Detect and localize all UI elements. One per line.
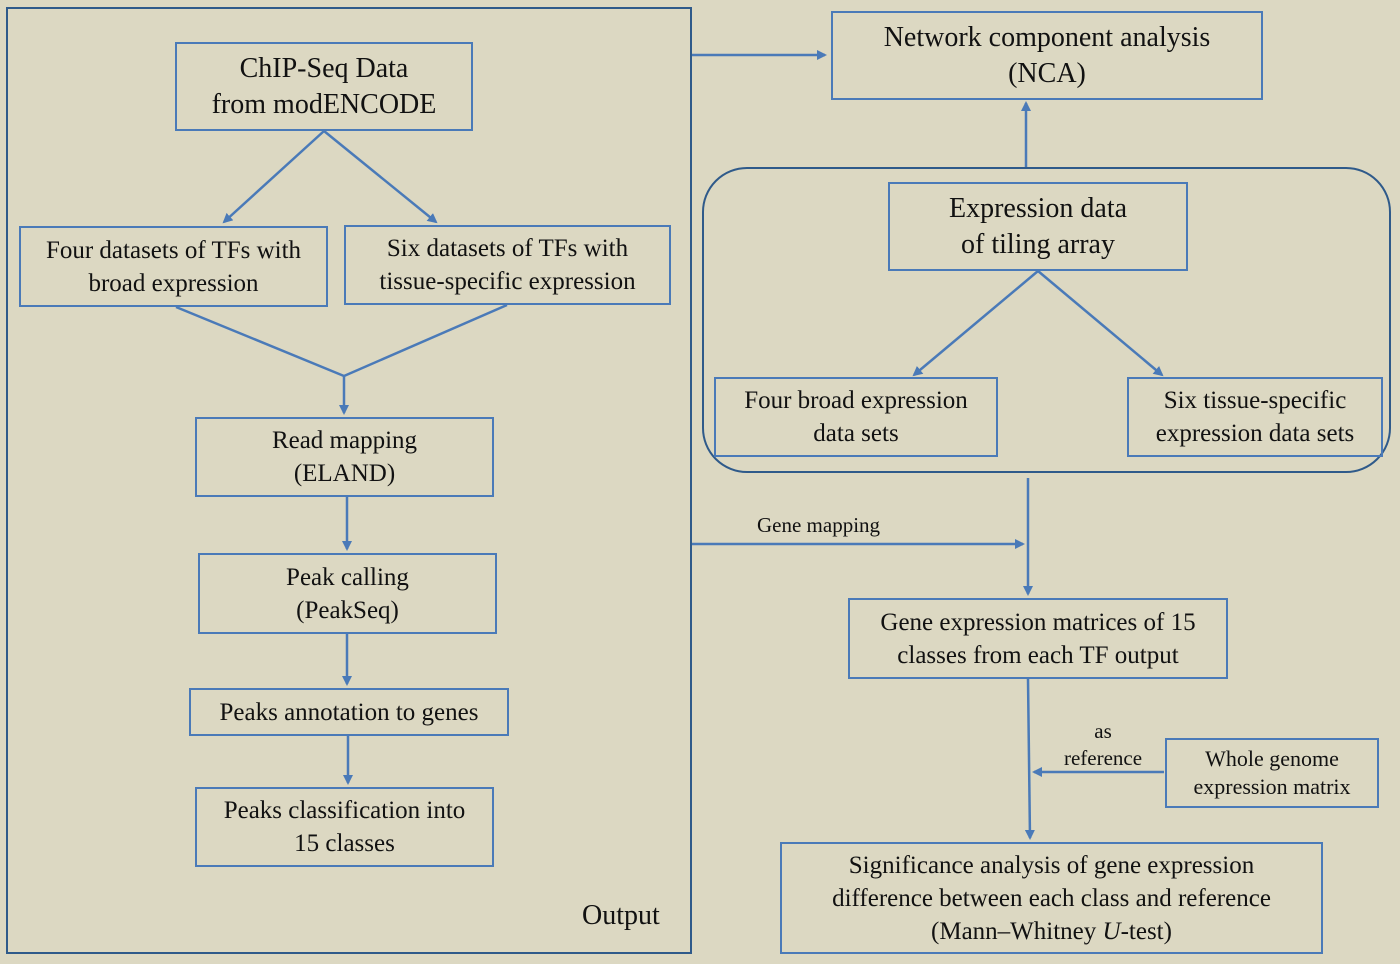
peaks-classification-box: Peaks classification into 15 classes xyxy=(195,787,494,867)
significance-line3: (Mann–Whitney U-test) xyxy=(931,915,1172,948)
peak-calling-box: Peak calling (PeakSeq) xyxy=(198,553,497,634)
arrow-expression-to-six-tissue xyxy=(1037,270,1164,377)
read-mapping-line2: (ELAND) xyxy=(293,460,396,487)
read-mapping-line1: Read mapping xyxy=(271,427,418,454)
six-tissue-line1: Six tissue-specific xyxy=(1163,387,1347,414)
peak-calling-line2: (PeakSeq) xyxy=(296,596,399,624)
arrow-chipseq-to-four xyxy=(222,130,325,224)
nca-line2: (NCA) xyxy=(1008,57,1086,89)
expression-data-line1: Expression data xyxy=(948,192,1128,224)
four-broad-line1: Four broad expression xyxy=(744,387,968,414)
four-broad-box: Four broad expression data sets xyxy=(714,377,998,457)
arrow-chipseq-to-six xyxy=(323,130,438,224)
arrow-expression-to-four-broad xyxy=(912,270,1039,377)
significance-line3-prefix: (Mann–Whitney xyxy=(931,917,1103,945)
whole-genome-box: Whole genome expression matrix xyxy=(1165,738,1379,808)
merge-line-four xyxy=(175,305,345,378)
four-datasets-box: Four datasets of TFs with broad expressi… xyxy=(19,226,328,307)
nca-box: Network component analysis (NCA) xyxy=(831,11,1263,100)
significance-line3-italic: U xyxy=(1102,917,1121,945)
as-reference-line1: as xyxy=(1094,719,1112,743)
left-panel xyxy=(6,7,692,954)
four-datasets-line2: broad expression xyxy=(88,269,259,297)
peaks-annotation-line1: Peaks annotation to genes xyxy=(219,698,479,726)
expression-data-box: Expression data of tiling array xyxy=(888,182,1188,271)
peak-calling-line1: Peak calling xyxy=(286,563,409,591)
six-datasets-box: Six datasets of TFs with tissue-specific… xyxy=(344,225,671,305)
chipseq-line2: from modENCODE xyxy=(211,88,437,120)
significance-box: Significance analysis of gene expression… xyxy=(780,842,1323,954)
read-mapping-box: Read mapping (ELAND) xyxy=(195,417,494,497)
gene-mapping-label: Gene mapping xyxy=(757,513,881,537)
expression-group xyxy=(702,167,1391,473)
peaks-annotation-box: Peaks annotation to genes xyxy=(189,688,509,736)
significance-line2: difference between each class and refere… xyxy=(832,884,1271,912)
as-reference-label: as reference xyxy=(1055,718,1151,772)
expression-data-line2: of tiling array xyxy=(961,228,1115,260)
six-tissue-line2: expression data sets xyxy=(1155,420,1355,447)
chipseq-box: ChIP-Seq Data from modENCODE xyxy=(175,42,473,131)
four-broad-line2: data sets xyxy=(813,420,899,447)
arrow-matrices-to-significance xyxy=(1024,678,1035,840)
six-tissue-box: Six tissue-specific expression data sets xyxy=(1127,377,1383,457)
significance-line3-suffix: -test) xyxy=(1120,917,1172,945)
whole-genome-line1: Whole genome xyxy=(1205,746,1339,771)
chipseq-line1: ChIP-Seq Data xyxy=(239,52,409,84)
peaks-classification-line1: Peaks classification into xyxy=(223,797,466,824)
whole-genome-line2: expression matrix xyxy=(1193,774,1351,799)
gene-matrices-line2: classes from each TF output xyxy=(897,641,1179,669)
gene-matrices-line1: Gene expression matrices of 15 xyxy=(880,608,1196,636)
nca-line1: Network component analysis xyxy=(883,21,1211,53)
peaks-classification-line2: 15 classes xyxy=(294,830,395,857)
gene-matrices-box: Gene expression matrices of 15 classes f… xyxy=(848,598,1228,679)
merge-line-six xyxy=(343,303,508,378)
four-datasets-line1: Four datasets of TFs with xyxy=(45,236,302,264)
six-datasets-line2: tissue-specific expression xyxy=(379,268,636,295)
output-label: Output xyxy=(582,900,660,931)
as-reference-line2: reference xyxy=(1063,746,1143,770)
significance-line1: Significance analysis of gene expression xyxy=(848,851,1255,879)
six-datasets-line1: Six datasets of TFs with xyxy=(386,235,629,262)
